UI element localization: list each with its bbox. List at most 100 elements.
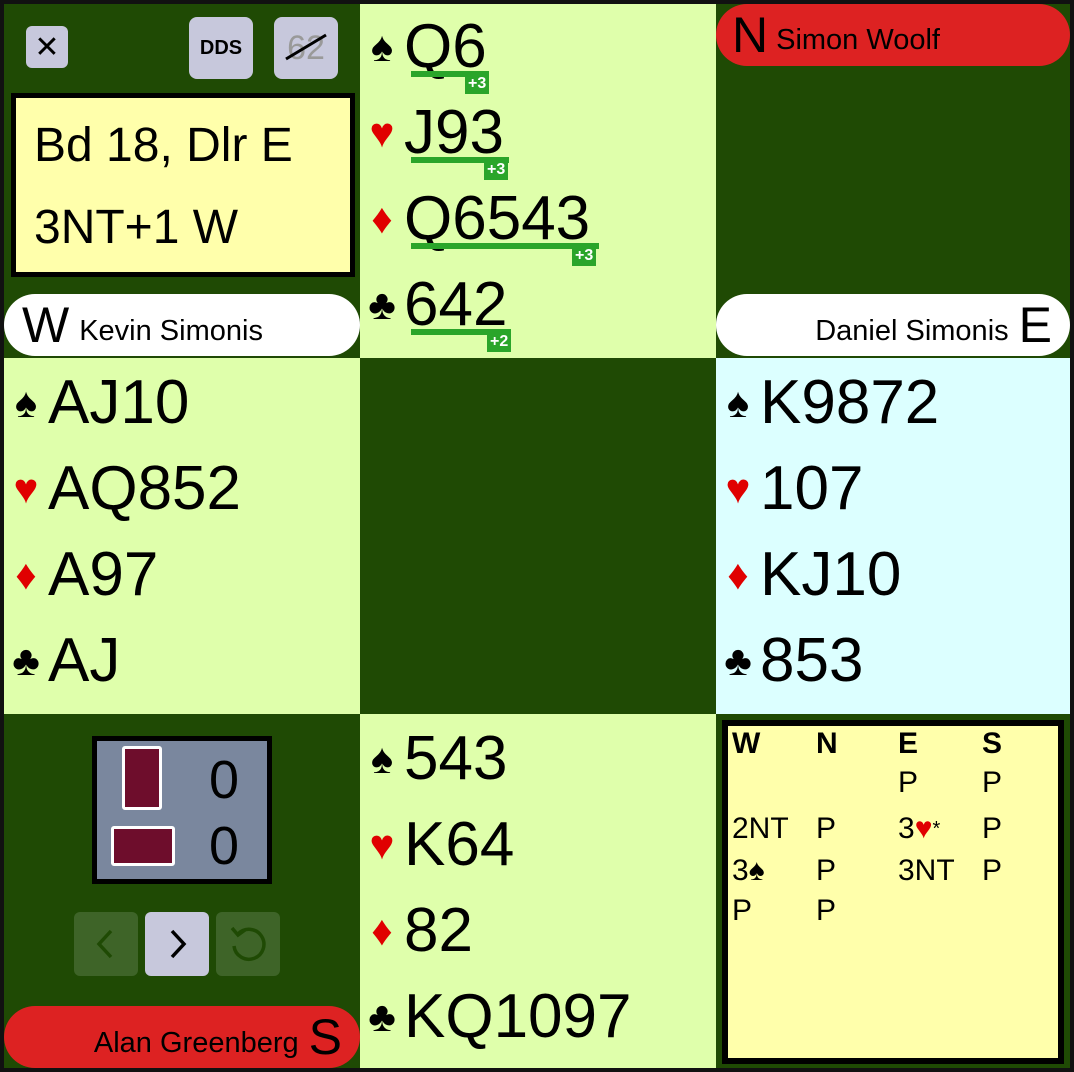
- auction-call: 3♠: [732, 854, 765, 887]
- spade-icon: ♠: [370, 735, 394, 782]
- south-diamonds-cards: 82: [404, 896, 473, 965]
- west-clubs-row[interactable]: ♣ AJ: [4, 618, 120, 704]
- club-icon: ♣: [12, 637, 40, 684]
- west-spades-row[interactable]: ♠ AJ10: [4, 360, 189, 446]
- east-hearts-cards: 107: [760, 454, 864, 523]
- north-hearts-row[interactable]: ♥ J93: [360, 90, 504, 176]
- spade-icon: ♠: [14, 379, 38, 426]
- close-button[interactable]: ✕: [26, 26, 68, 68]
- auction-call: 3♥*: [898, 812, 941, 845]
- east-spades-row[interactable]: ♠ K9872: [716, 360, 939, 446]
- south-player-pill: Alan Greenberg S: [4, 1006, 360, 1068]
- auction-call: P: [816, 894, 837, 927]
- north-diamonds-row[interactable]: ♦ Q6543: [360, 176, 590, 262]
- south-clubs-row[interactable]: ♣ KQ1097: [360, 974, 631, 1060]
- spade-icon: ♠: [726, 379, 750, 426]
- diamond-icon: ♦: [371, 195, 393, 242]
- auction-call: P: [898, 766, 919, 799]
- east-diamonds-cards: KJ10: [760, 540, 902, 609]
- north-spades-row[interactable]: ♠ Q6: [360, 4, 487, 90]
- next-button[interactable]: [145, 912, 209, 976]
- dds-label: DDS: [199, 36, 243, 59]
- south-hearts-cards: K64: [404, 810, 515, 879]
- diamond-icon: ♦: [371, 907, 393, 954]
- auction-header-north: N: [816, 727, 838, 760]
- west-hearts-row[interactable]: ♥ AQ852: [4, 446, 242, 532]
- auction-header-south: S: [982, 727, 1003, 760]
- card-count-toggle[interactable]: 62: [274, 17, 338, 79]
- east-clubs-cards: 853: [760, 626, 864, 695]
- south-spades-cards: 543: [404, 724, 508, 793]
- west-clubs-cards: AJ: [48, 626, 121, 695]
- north-player-pill: N Simon Woolf: [716, 4, 1070, 66]
- north-clubs-cards: 642: [404, 270, 508, 339]
- north-player-name: Simon Woolf: [776, 23, 940, 56]
- east-hearts-row[interactable]: ♥ 107: [716, 446, 864, 532]
- auction-call: [898, 890, 955, 930]
- east-spades-cards: K9872: [760, 368, 940, 437]
- north-hearts-dds-badge: +3: [484, 160, 509, 180]
- table-center: [360, 358, 716, 714]
- south-spades-row[interactable]: ♠ 543: [360, 716, 508, 802]
- south-hand: ♠ 543 ♥ K64 ♦ 82 ♣ KQ1097: [360, 714, 716, 1068]
- board-number-dealer: Bd 18, Dlr E: [34, 119, 293, 172]
- prev-button[interactable]: [74, 912, 138, 976]
- auction-header-west: W: [732, 727, 761, 760]
- auction-box: W 2NT 3♠ P N P P P E P 3♥* 3NT S P P P: [722, 720, 1064, 1064]
- north-spades-cards: Q6: [404, 12, 487, 81]
- north-hearts-dds-bar: [411, 157, 509, 163]
- tricks-vertical-count: 0: [209, 750, 240, 810]
- west-hand: ♠ AJ10 ♥ AQ852 ♦ A97 ♣ AJ: [4, 358, 360, 714]
- north-spades-dds-bar: [411, 71, 489, 77]
- auction-call: P: [816, 854, 837, 887]
- auction-col-west: W 2NT 3♠ P: [732, 726, 789, 930]
- auction-call: P: [982, 766, 1003, 799]
- bottom-left-panel: 0 0 Alan Greenberg S: [4, 714, 360, 1068]
- reset-button[interactable]: [216, 912, 280, 976]
- south-diamonds-row[interactable]: ♦ 82: [360, 888, 473, 974]
- west-hearts-cards: AQ852: [48, 454, 242, 523]
- west-diamonds-cards: A97: [48, 540, 159, 609]
- auction-col-east: E P 3♥* 3NT: [898, 726, 955, 930]
- vertical-card-icon: [122, 746, 162, 810]
- club-icon: ♣: [368, 993, 396, 1040]
- north-diamonds-dds-bar: [411, 243, 599, 249]
- top-left-panel: ✕ DDS 62 Bd 18, Dlr E 3NT+1 W W Kevin Si…: [4, 4, 360, 358]
- heart-icon: ♥: [13, 465, 39, 512]
- east-clubs-row[interactable]: ♣ 853: [716, 618, 863, 704]
- tricks-counter: 0 0: [92, 736, 272, 884]
- heart-icon: ♥: [725, 465, 751, 512]
- auction-call: [982, 890, 1002, 930]
- dds-button[interactable]: DDS: [189, 17, 253, 79]
- south-hearts-row[interactable]: ♥ K64: [360, 802, 515, 888]
- north-clubs-dds-badge: +2: [487, 332, 512, 352]
- west-spades-cards: AJ10: [48, 368, 190, 437]
- west-player-pill: W Kevin Simonis: [4, 294, 360, 356]
- east-player-name: Daniel Simonis: [815, 314, 1009, 347]
- north-clubs-row[interactable]: ♣ 642: [360, 262, 507, 348]
- heart-icon: ♥: [369, 821, 395, 868]
- top-right-panel: N Simon Woolf Daniel Simonis E: [716, 4, 1070, 358]
- east-diamonds-row[interactable]: ♦ KJ10: [716, 532, 901, 618]
- chevron-left-icon: [96, 929, 113, 959]
- heart-icon: ♥: [369, 109, 395, 156]
- diamond-icon: ♦: [727, 551, 749, 598]
- auction-call: P: [982, 854, 1003, 887]
- tricks-horizontal-count: 0: [209, 816, 240, 876]
- auction-call: P: [732, 894, 753, 927]
- west-direction: W: [22, 297, 70, 353]
- auction-call: [816, 762, 838, 808]
- club-icon: ♣: [724, 637, 752, 684]
- auction-col-south: S P P P: [982, 726, 1002, 930]
- south-player-name: Alan Greenberg: [93, 1026, 299, 1059]
- auction-call: [732, 762, 789, 808]
- club-icon: ♣: [368, 281, 396, 328]
- strike-icon: [285, 33, 327, 61]
- south-direction: S: [308, 1009, 342, 1065]
- auction-call: P: [982, 812, 1003, 845]
- west-diamonds-row[interactable]: ♦ A97: [4, 532, 158, 618]
- auction-call: 3NT: [898, 854, 955, 887]
- chevron-right-icon: [170, 929, 187, 959]
- west-player-name: Kevin Simonis: [79, 314, 263, 347]
